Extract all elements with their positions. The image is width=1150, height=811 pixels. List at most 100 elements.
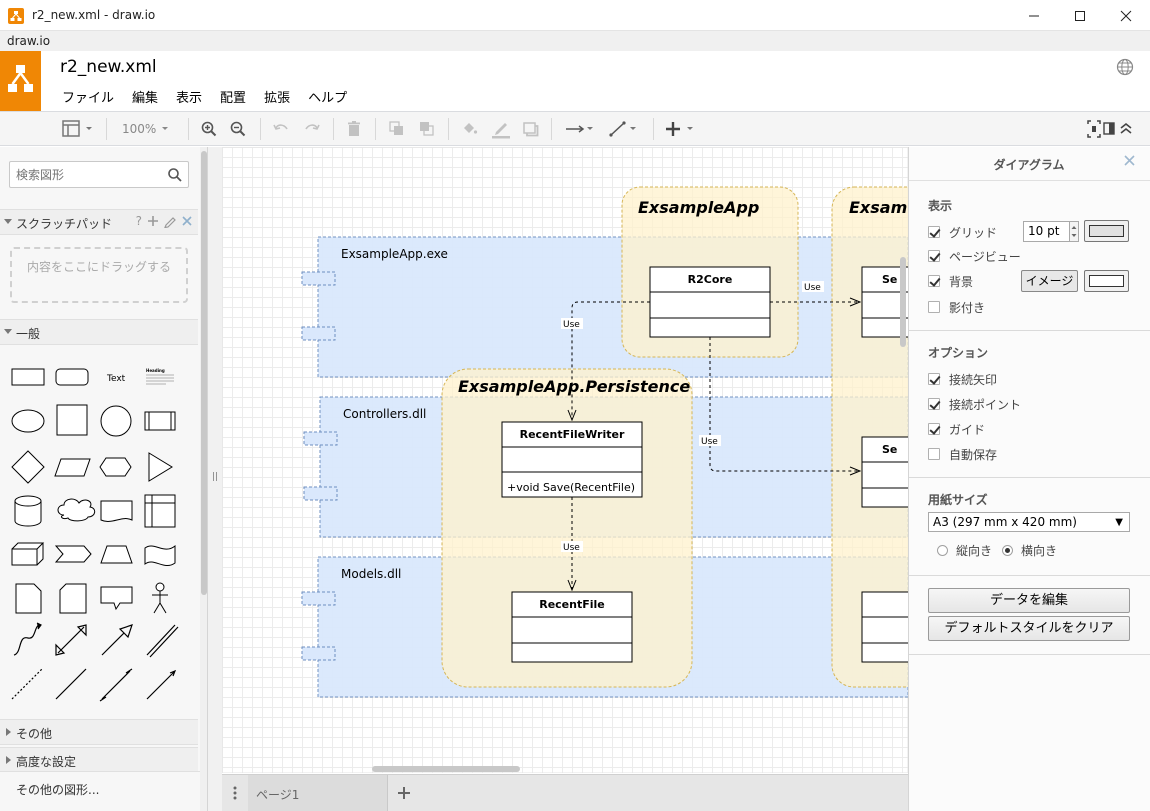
fullscreen-button[interactable] bbox=[1087, 118, 1101, 140]
autosave-checkbox[interactable]: 自動保存 bbox=[928, 446, 997, 462]
toolbar-separator bbox=[333, 118, 334, 140]
menu-extras[interactable]: 拡張 bbox=[264, 91, 291, 106]
grid-size-input[interactable]: 10 pt bbox=[1023, 221, 1071, 242]
sidebar-scrollbar[interactable] bbox=[200, 147, 207, 811]
close-window-button[interactable] bbox=[1103, 0, 1149, 31]
grid-color-button[interactable] bbox=[1084, 220, 1129, 242]
package-title: Models.dll bbox=[341, 567, 401, 581]
shape-bidirectional-arrow bbox=[55, 624, 87, 656]
shape-text[interactable]: Text bbox=[106, 374, 126, 384]
delete-button[interactable] bbox=[345, 118, 363, 140]
radio-selected-icon bbox=[1002, 544, 1013, 556]
scratchpad-close-button[interactable] bbox=[182, 214, 192, 231]
connection-arrows-checkbox[interactable]: 接続矢印 bbox=[928, 371, 997, 387]
clear-default-style-button[interactable]: デフォルトスタイルをクリア bbox=[928, 616, 1130, 641]
chevron-down-icon bbox=[162, 127, 169, 130]
class-recentfile[interactable]: RecentFile bbox=[511, 591, 633, 663]
fullscreen-icon bbox=[1087, 120, 1101, 138]
diagram-canvas[interactable]: ExsampleApp.exe Controllers.dll Models.d… bbox=[222, 147, 908, 773]
file-name[interactable]: r2_new.xml bbox=[60, 57, 157, 77]
group-title: ExsampleApp.Persistence bbox=[458, 377, 690, 396]
checkbox-unchecked-icon bbox=[928, 448, 940, 460]
canvas-horizontal-scrollbar[interactable] bbox=[222, 764, 908, 774]
checkbox-checked-icon bbox=[928, 398, 940, 410]
insert-button[interactable] bbox=[665, 118, 699, 140]
paper-size-select[interactable]: A3 (297 mm x 420 mm) ▼ bbox=[928, 512, 1130, 532]
minimize-button[interactable] bbox=[1011, 0, 1057, 31]
language-button[interactable] bbox=[1116, 58, 1134, 79]
other-section-header[interactable]: その他 bbox=[0, 719, 198, 745]
horizontal-scroll-thumb[interactable] bbox=[372, 766, 520, 772]
drawio-logo[interactable] bbox=[0, 51, 41, 111]
scratchpad-help-button[interactable]: ? bbox=[135, 214, 142, 228]
shadow-button[interactable] bbox=[522, 118, 540, 140]
landscape-radio[interactable]: 横向き bbox=[1002, 542, 1057, 558]
view-panels-button[interactable] bbox=[62, 118, 94, 140]
portrait-label: 縦向き bbox=[956, 543, 993, 558]
shadow-checkbox[interactable]: 影付き bbox=[928, 299, 985, 315]
advanced-section-header[interactable]: 高度な設定 bbox=[0, 747, 198, 773]
class-bottom-partial[interactable] bbox=[861, 591, 908, 663]
redo-button[interactable] bbox=[303, 118, 321, 140]
background-image-button[interactable]: イメージ bbox=[1021, 270, 1078, 292]
to-back-button[interactable] bbox=[418, 118, 436, 140]
search-icon[interactable] bbox=[167, 167, 183, 183]
background-checkbox[interactable]: 背景 bbox=[928, 273, 973, 289]
grid-checkbox[interactable]: グリッド bbox=[928, 224, 997, 240]
add-page-button[interactable] bbox=[392, 779, 416, 807]
toolbar-separator bbox=[106, 118, 107, 140]
scratchpad-header[interactable]: スクラッチパッド ? bbox=[0, 209, 198, 235]
vertical-scroll-thumb[interactable] bbox=[900, 257, 906, 347]
general-shapes-palette: Text Heading bbox=[11, 368, 179, 702]
scratchpad-add-button[interactable] bbox=[148, 214, 158, 231]
connection-points-label: 接続ポイント bbox=[949, 397, 1022, 412]
close-format-panel-button[interactable] bbox=[1124, 154, 1135, 170]
menu-help[interactable]: ヘルプ bbox=[308, 91, 348, 106]
collapse-header-button[interactable] bbox=[1119, 118, 1133, 140]
menu-edit[interactable]: 編集 bbox=[132, 91, 159, 106]
menu-view[interactable]: 表示 bbox=[176, 91, 203, 106]
globe-icon bbox=[1116, 58, 1134, 76]
sidebar-splitter[interactable]: || bbox=[208, 147, 222, 811]
waypoints-button[interactable] bbox=[608, 118, 642, 140]
connection-style-button[interactable] bbox=[565, 118, 599, 140]
zoom-dropdown[interactable]: 100% bbox=[122, 118, 174, 140]
undo-button[interactable] bbox=[272, 118, 290, 140]
shape-heading[interactable]: Heading bbox=[146, 368, 165, 373]
menu-file[interactable]: ファイル bbox=[62, 91, 115, 106]
zoom-in-button[interactable] bbox=[200, 118, 218, 140]
format-panel-toggle[interactable] bbox=[1103, 118, 1115, 140]
fill-color-button[interactable] bbox=[461, 118, 479, 140]
class-recentfilewriter[interactable]: RecentFileWriter +void Save(RecentFile) bbox=[501, 421, 643, 498]
package-exsampleapp-exe[interactable]: ExsampleApp.exe bbox=[301, 236, 908, 378]
sidebar-scroll-thumb[interactable] bbox=[201, 151, 207, 595]
pages-menu-button[interactable] bbox=[222, 775, 248, 811]
maximize-button[interactable] bbox=[1057, 0, 1103, 31]
advanced-section-title: 高度な設定 bbox=[16, 755, 77, 769]
drawio-app-icon bbox=[8, 8, 24, 24]
shape-square bbox=[56, 404, 88, 436]
scratchpad-dropzone[interactable]: 内容をここにドラッグする bbox=[10, 247, 188, 303]
grid-size-stepper[interactable] bbox=[1069, 221, 1079, 242]
more-shapes-button[interactable]: その他の図形... bbox=[0, 771, 200, 811]
shape-search-input[interactable] bbox=[16, 166, 161, 184]
class-r2core[interactable]: R2Core bbox=[649, 266, 771, 338]
options-section-title: オプション bbox=[928, 346, 989, 360]
connection-points-checkbox[interactable]: 接続ポイント bbox=[928, 396, 1021, 412]
page-view-label: ページビュー bbox=[949, 249, 1021, 264]
canvas-vertical-scrollbar[interactable] bbox=[898, 147, 908, 764]
line-color-button[interactable] bbox=[491, 118, 511, 140]
page-tab[interactable]: ページ1 bbox=[248, 775, 388, 811]
scratchpad-edit-button[interactable] bbox=[164, 214, 176, 231]
menu-arrange[interactable]: 配置 bbox=[220, 91, 247, 106]
window-titlebar: r2_new.xml - draw.io bbox=[0, 0, 1150, 31]
zoom-out-button[interactable] bbox=[229, 118, 247, 140]
background-color-button[interactable] bbox=[1084, 270, 1129, 292]
to-front-button[interactable] bbox=[388, 118, 406, 140]
edit-data-button[interactable]: データを編集 bbox=[928, 588, 1130, 613]
guides-checkbox[interactable]: ガイド bbox=[928, 421, 985, 437]
class-se-middle[interactable]: Se bbox=[861, 436, 908, 508]
page-view-checkbox[interactable]: ページビュー bbox=[928, 248, 1021, 264]
general-section-header[interactable]: 一般 bbox=[0, 319, 198, 345]
portrait-radio[interactable]: 縦向き bbox=[937, 542, 992, 558]
